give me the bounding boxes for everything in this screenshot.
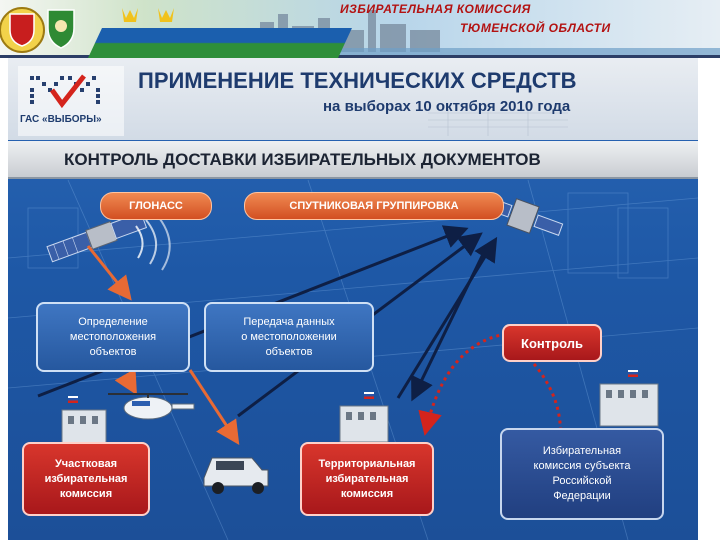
transfer-line2: о местоположении — [241, 330, 337, 343]
helicopter-icon — [108, 393, 195, 420]
building-territorial-icon — [339, 392, 389, 443]
territorial-line3: комиссия — [340, 487, 394, 500]
building-subject-icon — [599, 370, 659, 427]
precinct-line1: Участковая — [54, 457, 118, 470]
subject-line1: Избирательная — [542, 445, 622, 457]
header-title-line1: ИЗБИРАТЕЛЬНАЯ КОМИССИЯ — [340, 2, 531, 16]
data-transfer-box: Передача данных о местоположении объекто… — [204, 302, 374, 372]
territorial-line2: избирательная — [325, 472, 409, 485]
suv-car-icon — [203, 457, 269, 494]
gas-vybory-logo — [18, 66, 124, 136]
control-label: Контроль — [521, 335, 583, 351]
transfer-line1: Передача данных — [243, 315, 335, 328]
positioning-line1: Определение — [78, 315, 148, 328]
header-banner: ИЗБИРАТЕЛЬНАЯ КОМИССИЯ ТЮМЕНСКОЙ ОБЛАСТИ — [0, 0, 720, 58]
section-band — [8, 141, 698, 179]
crown-icon — [122, 8, 174, 22]
subject-line3: Российской — [552, 475, 612, 487]
satellite-group-pill: СПУТНИКОВАЯ ГРУППИРОВКА — [244, 192, 504, 220]
subject-line2: комиссия субъекта — [533, 460, 631, 472]
flag-stripe — [88, 28, 352, 58]
logo-caption: ГАС «ВЫБОРЫ» — [20, 114, 102, 125]
territorial-line1: Территориальная — [318, 457, 416, 470]
slide-panel: ГАС «ВЫБОРЫ» ПРИМЕНЕНИЕ ТЕХНИЧЕСКИХ СРЕД… — [8, 58, 698, 540]
precinct-line2: избирательная — [44, 472, 128, 485]
control-box: Контроль — [502, 324, 602, 362]
slide-title: ПРИМЕНЕНИЕ ТЕХНИЧЕСКИХ СРЕДСТВ — [138, 68, 577, 93]
territorial-commission-box: Территориальная избирательная комиссия — [300, 442, 434, 516]
positioning-line3: объектов — [89, 345, 137, 358]
positioning-box: Определение местоположения объектов — [36, 302, 190, 372]
data-grid-decor — [428, 110, 568, 136]
slide-subtitle: на выборах 10 октября 2010 года — [323, 98, 571, 115]
transfer-line3: объектов — [265, 345, 313, 358]
precinct-line3: комиссия — [59, 487, 113, 500]
positioning-line2: местоположения — [69, 330, 157, 343]
emblem-icon — [47, 9, 75, 49]
subject-line4: Федерации — [553, 490, 611, 502]
coat-of-arms-icon — [0, 7, 45, 53]
header-title-line2: ТЮМЕНСКОЙ ОБЛАСТИ — [460, 21, 611, 35]
glonass-pill: ГЛОНАСС — [100, 192, 212, 220]
precinct-commission-box: Участковая избирательная комиссия — [22, 442, 150, 516]
section-title: КОНТРОЛЬ ДОСТАВКИ ИЗБИРАТЕЛЬНЫХ ДОКУМЕНТ… — [64, 150, 541, 169]
building-precinct-icon — [61, 396, 107, 445]
subject-commission-box: Избирательная комиссия субъекта Российск… — [500, 428, 664, 520]
